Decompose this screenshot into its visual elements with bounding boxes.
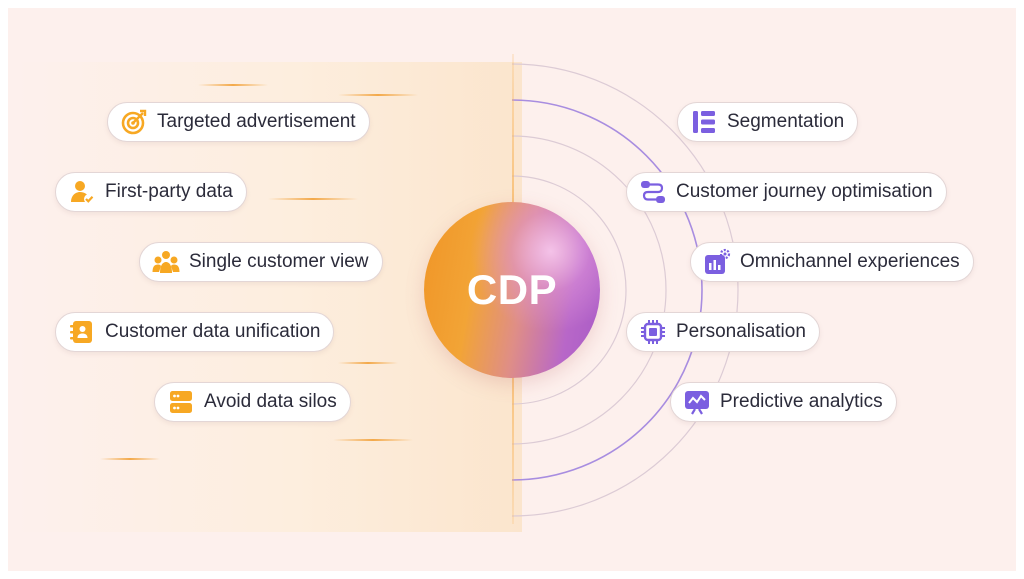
server-icon (167, 388, 195, 416)
pill-single-customer-view: Single customer view (139, 242, 383, 282)
light-streak (338, 362, 398, 364)
pill-targeted-advertisement: Targeted advertisement (107, 102, 370, 142)
pill-omnichannel-experiences: Omnichannel experiences (690, 242, 974, 282)
contact-book-icon (68, 318, 96, 346)
target-icon (120, 108, 148, 136)
pill-label: Predictive analytics (720, 391, 883, 412)
pill-customer-data-unification: Customer data unification (55, 312, 335, 352)
pill-label: Personalisation (676, 321, 806, 342)
pill-avoid-data-silos: Avoid data silos (154, 382, 351, 422)
pill-predictive-analytics: Predictive analytics (670, 382, 897, 422)
cdp-hub: CDP (424, 202, 600, 378)
pill-label: Customer data unification (105, 321, 321, 342)
light-streak (338, 94, 418, 96)
light-streak (268, 198, 358, 200)
user-check-icon (68, 178, 96, 206)
pill-label: First-party data (105, 181, 233, 202)
pill-label: Single customer view (189, 251, 369, 272)
pill-label: Avoid data silos (204, 391, 337, 412)
pill-label: Segmentation (727, 111, 845, 132)
presentation-icon (683, 388, 711, 416)
hub-label: CDP (466, 266, 558, 313)
pill-first-party-data: First-party data (55, 172, 247, 212)
pill-label: Omnichannel experiences (740, 251, 960, 272)
light-streak (198, 84, 268, 86)
light-streak (100, 458, 160, 460)
list-icon (690, 108, 718, 136)
chip-icon (639, 318, 667, 346)
chart-gear-icon (703, 248, 731, 276)
light-streak (333, 439, 413, 441)
users-group-icon (152, 248, 180, 276)
pill-label: Customer journey optimisation (676, 181, 933, 202)
pill-customer-journey-optimisation: Customer journey optimisation (626, 172, 947, 212)
pill-label: Targeted advertisement (157, 111, 356, 132)
pill-segmentation: Segmentation (677, 102, 859, 142)
journey-icon (639, 178, 667, 206)
pill-personalisation: Personalisation (626, 312, 820, 352)
